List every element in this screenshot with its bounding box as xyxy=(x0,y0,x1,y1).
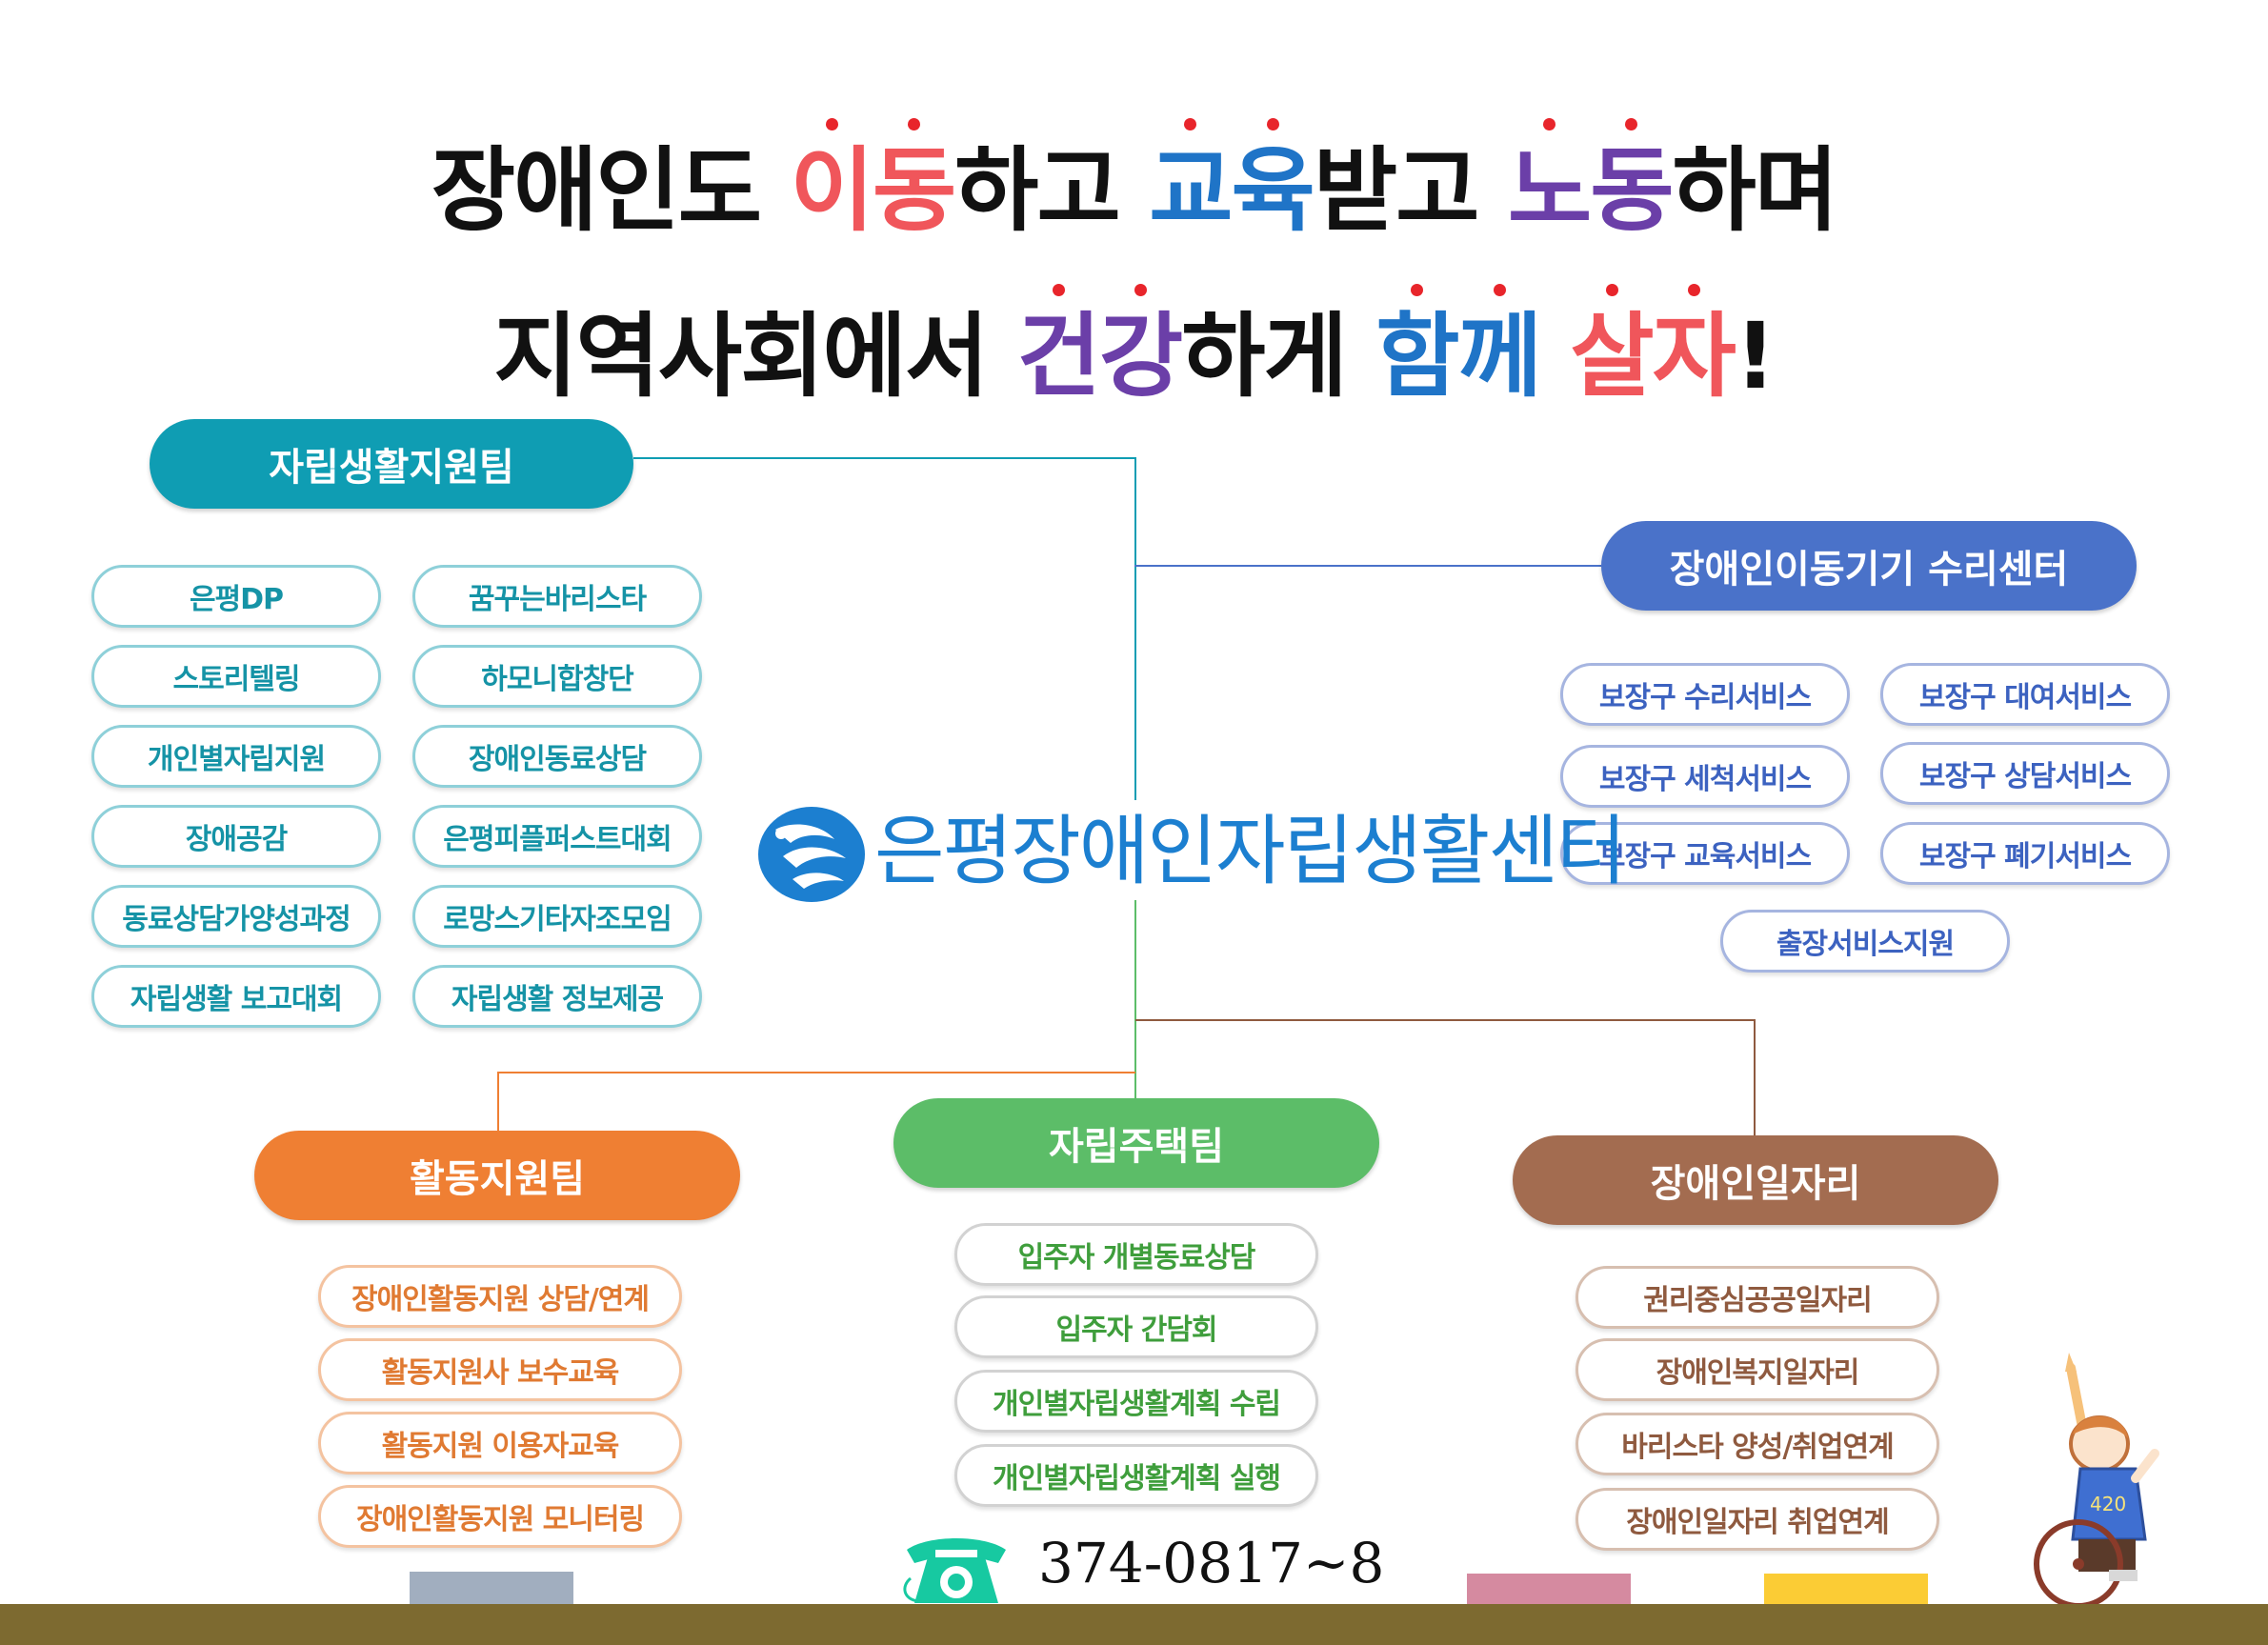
center-logo xyxy=(754,801,869,904)
center-name: 은평장애인자립생활센터 xyxy=(874,807,1627,895)
footer-tab-0 xyxy=(410,1572,573,1604)
emphasis-dot xyxy=(1134,284,1148,296)
item-independent-living-7: 은평피플퍼스트대회 xyxy=(412,805,702,868)
headline-segment: 노동 xyxy=(1508,118,1675,236)
headline-segment: 장애인도 xyxy=(431,137,791,244)
emphasis-dot xyxy=(1687,284,1700,296)
emphasis-dots xyxy=(1508,118,1673,137)
emphasis-dot xyxy=(1184,118,1197,130)
connector-independent-living xyxy=(633,457,1136,459)
footer-tab-1 xyxy=(1467,1574,1631,1606)
team-header-mobility-repair: 장애인이동기기 수리센터 xyxy=(1601,521,2137,611)
connector-trunk-top xyxy=(1134,457,1136,800)
headline-segment: 건강 xyxy=(1017,284,1183,402)
item-activity-support-1: 활동지원사 보수교육 xyxy=(318,1338,682,1401)
item-mobility-repair-1: 보장구 대여서비스 xyxy=(1880,663,2170,726)
item-independent-living-9: 로망스기타자조모임 xyxy=(412,885,702,948)
item-housing-0: 입주자 개별동료상담 xyxy=(954,1223,1318,1286)
swirl-bird-logo-icon xyxy=(758,807,865,902)
item-mobility-repair-0: 보장구 수리서비스 xyxy=(1560,663,1850,726)
item-mobility-repair-2: 보장구 세척서비스 xyxy=(1560,745,1850,808)
item-housing-3: 개인별자립생활계획 실행 xyxy=(954,1444,1318,1507)
item-independent-living-11: 자립생활 정보제공 xyxy=(412,965,702,1028)
emphasis-dot xyxy=(1543,118,1556,130)
telephone-icon xyxy=(899,1529,1014,1607)
team-header-jobs: 장애인일자리 xyxy=(1513,1135,1998,1225)
item-activity-support-0: 장애인활동지원 상담/연계 xyxy=(318,1265,682,1328)
item-independent-living-10: 자립생활 보고대회 xyxy=(91,965,381,1028)
phone-number: 374-0817~8 xyxy=(1038,1531,1385,1595)
item-independent-living-5: 장애인동료상담 xyxy=(412,725,702,788)
emphasis-dot xyxy=(825,118,838,130)
wheelchair-person-icon: 420 xyxy=(2002,1353,2176,1610)
item-independent-living-4: 개인별자립지원 xyxy=(91,725,381,788)
item-jobs-2: 바리스타 양성/취업연계 xyxy=(1576,1413,1939,1475)
emphasis-dots xyxy=(1017,284,1182,303)
emphasis-dot xyxy=(907,118,920,130)
item-independent-living-0: 은평DP xyxy=(91,565,381,628)
item-housing-2: 개인별자립생활계획 수립 xyxy=(954,1370,1318,1433)
emphasis-dot xyxy=(1605,284,1618,296)
item-housing-1: 입주자 간담회 xyxy=(954,1295,1318,1358)
emphasis-dots xyxy=(1375,284,1540,303)
item-independent-living-1: 꿈꾸는바리스타 xyxy=(412,565,702,628)
headline-segment: 살자 xyxy=(1570,284,1736,402)
connector-jobs-v xyxy=(1754,1019,1756,1135)
item-jobs-1: 장애인복지일자리 xyxy=(1576,1338,1939,1401)
emphasis-dot xyxy=(1411,284,1424,296)
item-independent-living-6: 장애공감 xyxy=(91,805,381,868)
footer-tab-2 xyxy=(1764,1574,1928,1606)
emphasis-dot xyxy=(1493,284,1506,296)
emphasis-dots xyxy=(1149,118,1314,137)
item-independent-living-2: 스토리텔링 xyxy=(91,645,381,708)
team-header-housing: 자립주택팀 xyxy=(893,1098,1379,1188)
item-activity-support-3: 장애인활동지원 모니터링 xyxy=(318,1485,682,1548)
emphasis-dots xyxy=(791,118,955,137)
headline-segment: 하고 xyxy=(954,137,1150,244)
svg-text:420: 420 xyxy=(2090,1493,2126,1515)
item-mobility-repair-6: 출장서비스지원 xyxy=(1720,910,2010,973)
item-mobility-repair-3: 보장구 상담서비스 xyxy=(1880,742,2170,805)
connector-mobility-repair xyxy=(1134,565,1601,567)
headline-segment: 함께 xyxy=(1375,284,1542,402)
team-header-independent-living: 자립생활지원팀 xyxy=(150,419,633,509)
item-jobs-0: 권리중심공공일자리 xyxy=(1576,1266,1939,1329)
emphasis-dot xyxy=(1266,118,1279,130)
emphasis-dot xyxy=(1625,118,1638,130)
footer-bar xyxy=(0,1604,2268,1645)
connector-activity-v xyxy=(497,1072,499,1131)
item-independent-living-8: 동료상담가양성과정 xyxy=(91,885,381,948)
headline-segment xyxy=(1540,303,1570,410)
item-activity-support-2: 활동지원 이용자교육 xyxy=(318,1412,682,1474)
item-mobility-repair-4: 보장구 교육서비스 xyxy=(1560,822,1850,885)
emphasis-dots xyxy=(1570,284,1735,303)
headline-segment: 지역사회에서 xyxy=(493,303,1017,410)
item-mobility-repair-5: 보장구 폐기서비스 xyxy=(1880,822,2170,885)
headline-segment: 받고 xyxy=(1313,137,1508,244)
connector-activity-h xyxy=(497,1072,1135,1073)
connector-jobs-h xyxy=(1135,1019,1756,1021)
headline-segment: ! xyxy=(1734,303,1776,410)
item-independent-living-3: 하모니합창단 xyxy=(412,645,702,708)
headline-segment: 하며 xyxy=(1672,137,1839,244)
headline-segment: 교육 xyxy=(1149,118,1315,236)
team-header-activity-support: 활동지원팀 xyxy=(254,1131,740,1220)
item-jobs-3: 장애인일자리 취업연계 xyxy=(1576,1488,1939,1551)
connector-trunk-bottom xyxy=(1134,900,1136,1098)
headline-segment: 하게 xyxy=(1181,303,1376,410)
emphasis-dot xyxy=(1052,284,1065,296)
headline-segment: 이동 xyxy=(791,118,956,236)
